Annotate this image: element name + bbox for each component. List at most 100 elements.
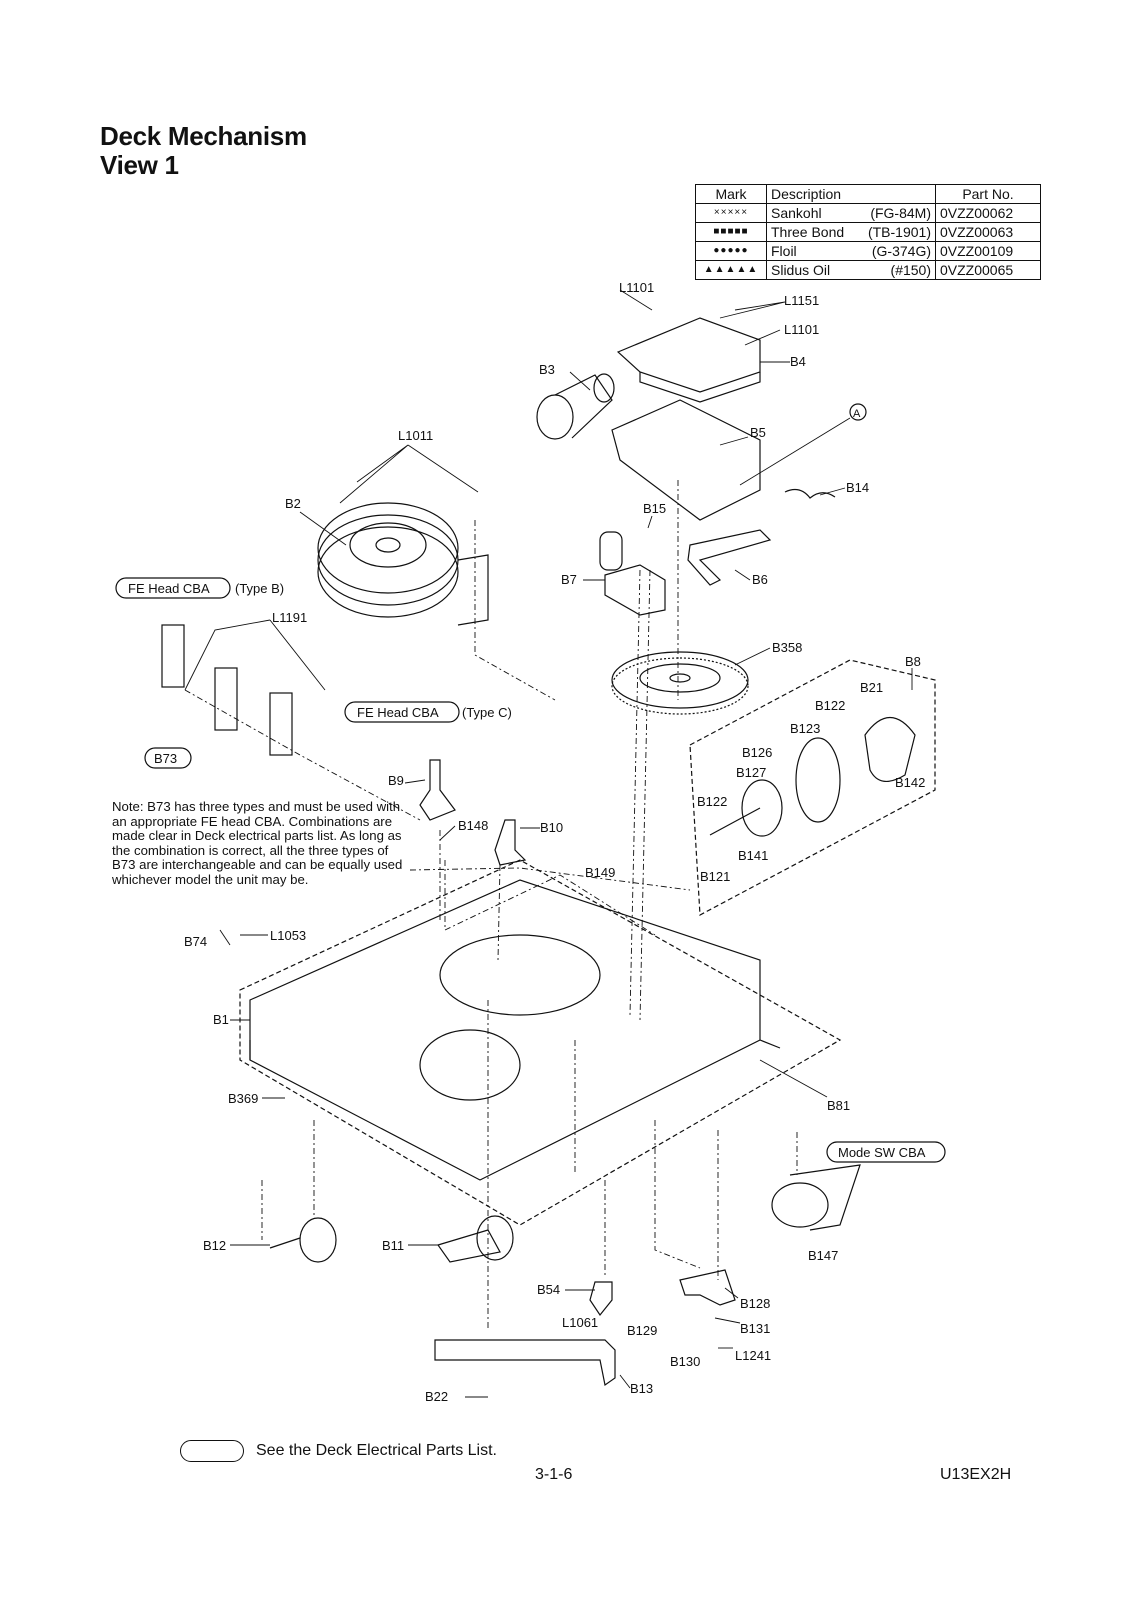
- label-L1061: L1061: [562, 1315, 598, 1330]
- page-number: 3-1-6: [535, 1466, 573, 1483]
- page-title: Deck Mechanism View 1: [100, 122, 307, 180]
- label-L1011: L1011: [398, 428, 433, 443]
- row-code: (G-374G): [871, 243, 931, 259]
- label-B148: B148: [458, 818, 488, 833]
- fe-head-2: [214, 667, 238, 731]
- table-header-row: Mark Description Part No.: [695, 184, 1041, 204]
- fe-head-1: [161, 624, 185, 688]
- label-B15: B15: [643, 501, 666, 516]
- table-row: ●●●●● Floil (G-374G) 0VZZ00109: [695, 241, 1041, 261]
- spring-b14: [784, 488, 836, 499]
- bracket-b4: [616, 317, 761, 393]
- label-B149: B149: [585, 865, 615, 880]
- callout-b73-label: B73: [154, 751, 177, 766]
- drum-hole: [419, 1029, 521, 1101]
- gear-b11: [437, 1215, 514, 1263]
- row-code: (TB-1901): [867, 224, 931, 240]
- label-B11: B11: [382, 1238, 404, 1253]
- pinch-roller-b7: [599, 531, 666, 616]
- row-part-no: 0VZZ00065: [935, 260, 1041, 280]
- callout-fe-head-b-label: FE Head CBA: [128, 581, 210, 596]
- label-B54: B54: [537, 1282, 560, 1297]
- legend: See the Deck Electrical Parts List.: [180, 1440, 497, 1462]
- arm-b6: [687, 529, 772, 586]
- label-B123: B123: [790, 721, 820, 736]
- label-B147: B147: [808, 1248, 838, 1263]
- label-B12: B12: [203, 1238, 226, 1253]
- label-B13: B13: [630, 1381, 653, 1396]
- row-mark: ▲▲▲▲▲: [695, 260, 767, 280]
- slider-b22: [434, 1339, 616, 1387]
- bracket-b54: [589, 1281, 613, 1317]
- callout-fe-head-c-label: FE Head CBA: [357, 705, 439, 720]
- callout-b73: B73: [144, 747, 192, 769]
- belt-b21: [864, 717, 916, 782]
- label-L1053: L1053: [270, 928, 306, 943]
- label-B14: B14: [846, 480, 869, 495]
- label-B126: B126: [742, 745, 772, 760]
- lever-b128: [679, 1269, 736, 1306]
- callout-type-c: (Type C): [462, 705, 512, 720]
- guide-b9: [419, 759, 456, 821]
- label-B129: B129: [627, 1323, 657, 1338]
- label-B122b: B122: [697, 794, 727, 809]
- label-B127: B127: [736, 765, 766, 780]
- reel-b141: [741, 779, 783, 837]
- label-B7: B7: [561, 572, 577, 587]
- row-description: Sankohl: [771, 205, 822, 221]
- label-B2: B2: [285, 496, 301, 511]
- legend-text: See the Deck Electrical Parts List.: [256, 1442, 497, 1460]
- callout-type-b: (Type B): [235, 581, 284, 596]
- callout-circle-a-label: A: [853, 408, 861, 420]
- label-B4: B4: [790, 354, 806, 369]
- callout-circle-a: A: [849, 403, 867, 421]
- label-B1: B1: [213, 1012, 229, 1027]
- label-B130: B130: [670, 1354, 700, 1369]
- mode-sw-assembly: [771, 1164, 861, 1231]
- plate-b5: [611, 399, 761, 521]
- label-B141: B141: [738, 848, 768, 863]
- chassis-frame-dashed: [239, 859, 842, 1226]
- label-L1101a: L1101: [619, 280, 654, 295]
- legend-pill-symbol: [180, 1440, 244, 1462]
- reel-assembly-box: [689, 659, 936, 916]
- row-description: Floil: [771, 243, 797, 259]
- row-description: Slidus Oil: [771, 262, 831, 278]
- label-B74: B74: [184, 934, 207, 949]
- callout-mode-sw: Mode SW CBA: [826, 1141, 946, 1163]
- gear-b358: [611, 651, 749, 715]
- label-L1151: L1151: [784, 293, 819, 308]
- label-L1191: L1191: [272, 610, 307, 625]
- label-B9: B9: [388, 773, 404, 788]
- part-labels: L1101 L1151 L1101 B3 B4 B5 L1011 B2 B14 …: [184, 280, 925, 1404]
- row-code: (FG-84M): [870, 205, 931, 221]
- lubricant-table: Mark Description Part No. ××××× Sankohl …: [695, 184, 1041, 280]
- model-number: U13EX2H: [940, 1466, 1012, 1483]
- label-B21: B21: [860, 680, 883, 695]
- label-L1241: L1241: [735, 1348, 771, 1363]
- label-L1101b: L1101: [784, 322, 819, 337]
- callout-fe-head-c: FE Head CBA (Type C): [344, 701, 512, 723]
- row-code: (#150): [890, 262, 931, 278]
- row-description: Three Bond: [771, 224, 845, 240]
- label-B3: B3: [539, 362, 555, 377]
- callout-mode-sw-label: Mode SW CBA: [838, 1145, 926, 1160]
- fe-head-3: [269, 692, 293, 756]
- b73-note: Note: B73 has three types and must be us…: [112, 799, 403, 887]
- title-line-1: Deck Mechanism: [100, 121, 307, 151]
- label-B81: B81: [827, 1098, 850, 1113]
- label-B22: B22: [425, 1389, 448, 1404]
- main-chassis: [249, 879, 761, 1181]
- guide-b10: [494, 819, 527, 866]
- label-B8: B8: [905, 654, 921, 669]
- drum-b2: [317, 502, 489, 626]
- table-row: ▲▲▲▲▲ Slidus Oil (#150) 0VZZ00065: [695, 260, 1041, 280]
- label-B358: B358: [772, 640, 802, 655]
- label-B6: B6: [752, 572, 768, 587]
- label-B131: B131: [740, 1321, 770, 1336]
- callout-fe-head-b: FE Head CBA (Type B): [115, 577, 284, 599]
- label-B128: B128: [740, 1296, 770, 1311]
- label-B10: B10: [540, 820, 563, 835]
- label-B122a: B122: [815, 698, 845, 713]
